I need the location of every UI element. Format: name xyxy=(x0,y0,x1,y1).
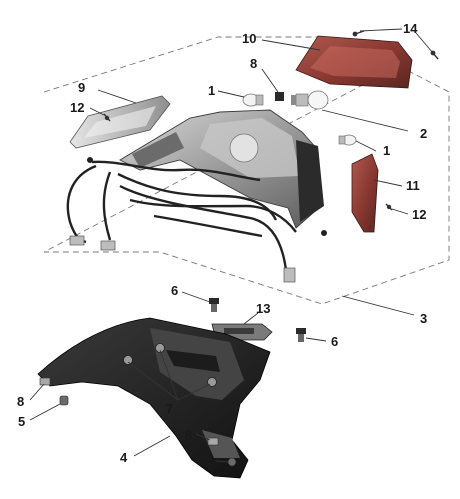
part-3-housing xyxy=(119,109,324,229)
callout-9: 9 xyxy=(78,80,85,95)
leader-lines xyxy=(29,28,434,463)
part-9-lens xyxy=(69,95,171,149)
callout-labels: 14 10 9 12 1 8 2 1 11 12 3 6 13 6 7 8 5 … xyxy=(17,21,427,470)
callout-14: 14 xyxy=(403,21,418,36)
part-4-bracket xyxy=(37,317,271,479)
part-10-reflector xyxy=(295,35,413,89)
callout-5-left: 5 xyxy=(18,414,25,429)
callout-7: 7 xyxy=(166,401,173,416)
callout-4: 4 xyxy=(120,450,128,465)
callout-1-upper: 1 xyxy=(208,83,215,98)
callout-12-right: 12 xyxy=(412,207,426,222)
part-8-clip-right xyxy=(207,437,219,446)
assembly-boundary xyxy=(43,36,450,305)
callout-11: 11 xyxy=(406,178,420,193)
callout-8-upper: 8 xyxy=(250,56,257,71)
part-5-nut-right xyxy=(227,457,237,467)
callout-3: 3 xyxy=(420,311,427,326)
callout-12-left: 12 xyxy=(70,100,84,115)
callout-8-left: 8 xyxy=(17,394,24,409)
callout-6-lower: 6 xyxy=(331,334,338,349)
part-12-screw-right xyxy=(385,203,393,211)
callout-8-right: 8 xyxy=(185,428,192,443)
part-2-bulb-large xyxy=(291,90,329,110)
callout-6-upper: 6 xyxy=(171,283,178,298)
part-11-side-lens xyxy=(351,153,379,233)
callout-10: 10 xyxy=(242,31,256,46)
part-8-socket-upper xyxy=(275,92,284,101)
callout-5-right: 5 xyxy=(204,455,211,470)
connector-plugs xyxy=(69,157,327,283)
part-1-bulb-upper xyxy=(242,93,264,107)
part-8-clip-left xyxy=(39,377,51,386)
part-6-bolt-upper xyxy=(209,298,219,312)
part-6-bolt-lower xyxy=(296,328,306,342)
callout-1-lower: 1 xyxy=(383,143,390,158)
part-5-nut-left xyxy=(59,395,69,406)
callout-13: 13 xyxy=(256,301,270,316)
callout-2: 2 xyxy=(420,126,427,141)
part-1-bulb-lower xyxy=(338,134,357,146)
part-7-nuts xyxy=(123,343,217,387)
part-12-screw-left xyxy=(103,113,111,122)
